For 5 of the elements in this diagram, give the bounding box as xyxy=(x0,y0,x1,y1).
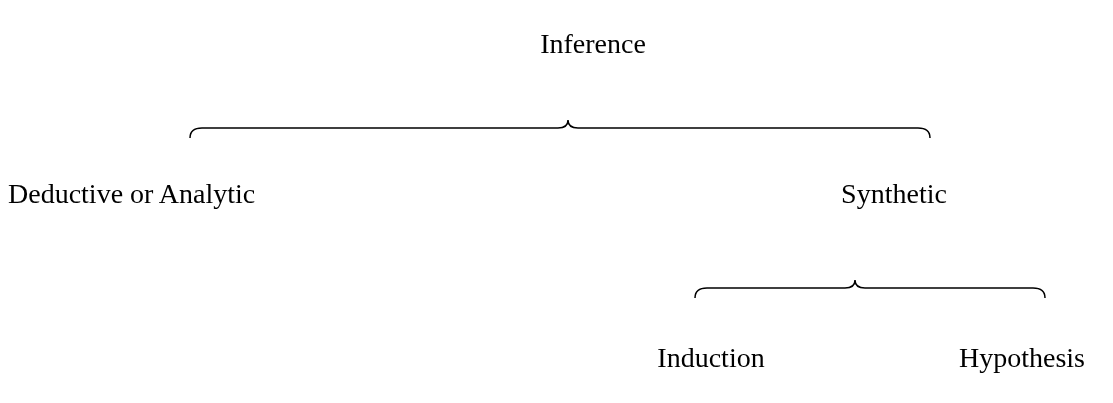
term-label: Synthetic xyxy=(841,180,947,208)
term-label: Deductive or Analytic xyxy=(8,180,256,208)
term-label: Inference xyxy=(540,30,646,58)
term-label: Hypothesis xyxy=(959,344,1085,372)
term-label: Induction xyxy=(657,344,765,372)
